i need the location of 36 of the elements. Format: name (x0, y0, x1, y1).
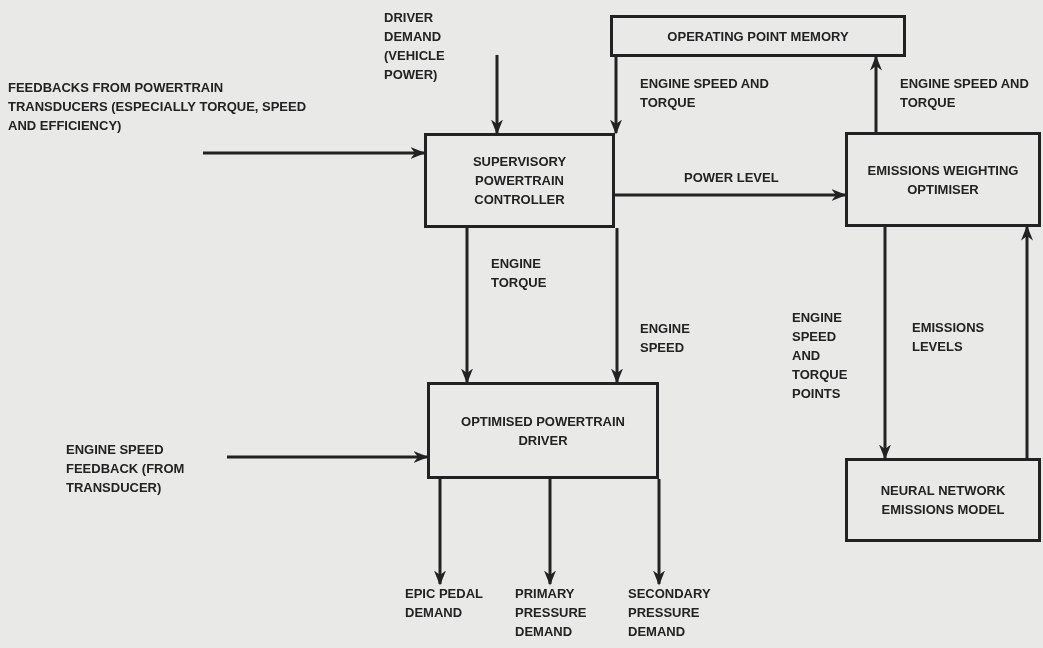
edge-label: ENGINE SPEED AND TORQUE (640, 75, 770, 112)
arrow (615, 189, 847, 201)
signal-label: SECONDARY PRESSURE DEMAND (628, 585, 712, 641)
edge-label: POWER LEVEL (684, 169, 780, 187)
arrow (879, 227, 891, 460)
arrow (544, 479, 556, 586)
arrow (870, 55, 882, 132)
signal-label: PRIMARY PRESSURE DEMAND (515, 585, 588, 641)
process-box (610, 15, 906, 57)
edge-label: ENGINE SPEED (640, 320, 691, 357)
process-box (845, 458, 1041, 542)
box-label: OPERATING POINT MEMORY (667, 27, 849, 46)
arrow (1021, 225, 1033, 458)
process-box (424, 133, 615, 228)
process-box (845, 132, 1041, 227)
arrow (203, 147, 426, 159)
arrow (610, 57, 622, 135)
box-label: SUPERVISORY POWERTRAIN CONTROLLER (471, 153, 568, 209)
signal-label: FEEDBACKS FROM POWERTRAIN TRANSDUCERS (ESPECIALLY TORQUE, SPEED AND EFFICIENCY) (8, 79, 308, 135)
arrow (227, 451, 429, 463)
arrow (611, 228, 623, 384)
edge-label: ENGINE TORQUE (491, 255, 548, 292)
arrow (653, 479, 665, 586)
signal-label: ENGINE SPEED FEEDBACK (FROM TRANSDUCER) (66, 441, 186, 497)
process-box (427, 382, 659, 479)
box-label: EMISSIONS WEIGHTING OPTIMISER (866, 161, 1020, 199)
arrow (461, 228, 473, 384)
arrow (434, 479, 446, 586)
signal-label: DRIVER DEMAND (VEHICLE POWER) (384, 9, 446, 84)
signal-label: EPIC PEDAL DEMAND (405, 585, 484, 622)
box-label: NEURAL NETWORK EMISSIONS MODEL (879, 482, 1007, 519)
edge-label: ENGINE SPEED AND TORQUE (900, 75, 1030, 112)
arrow (491, 55, 503, 135)
edge-label: ENGINE SPEED AND TORQUE POINTS (792, 309, 849, 403)
box-label: OPTIMISED POWERTRAIN DRIVER (460, 412, 626, 450)
edge-label: EMISSIONS LEVELS (912, 319, 986, 356)
